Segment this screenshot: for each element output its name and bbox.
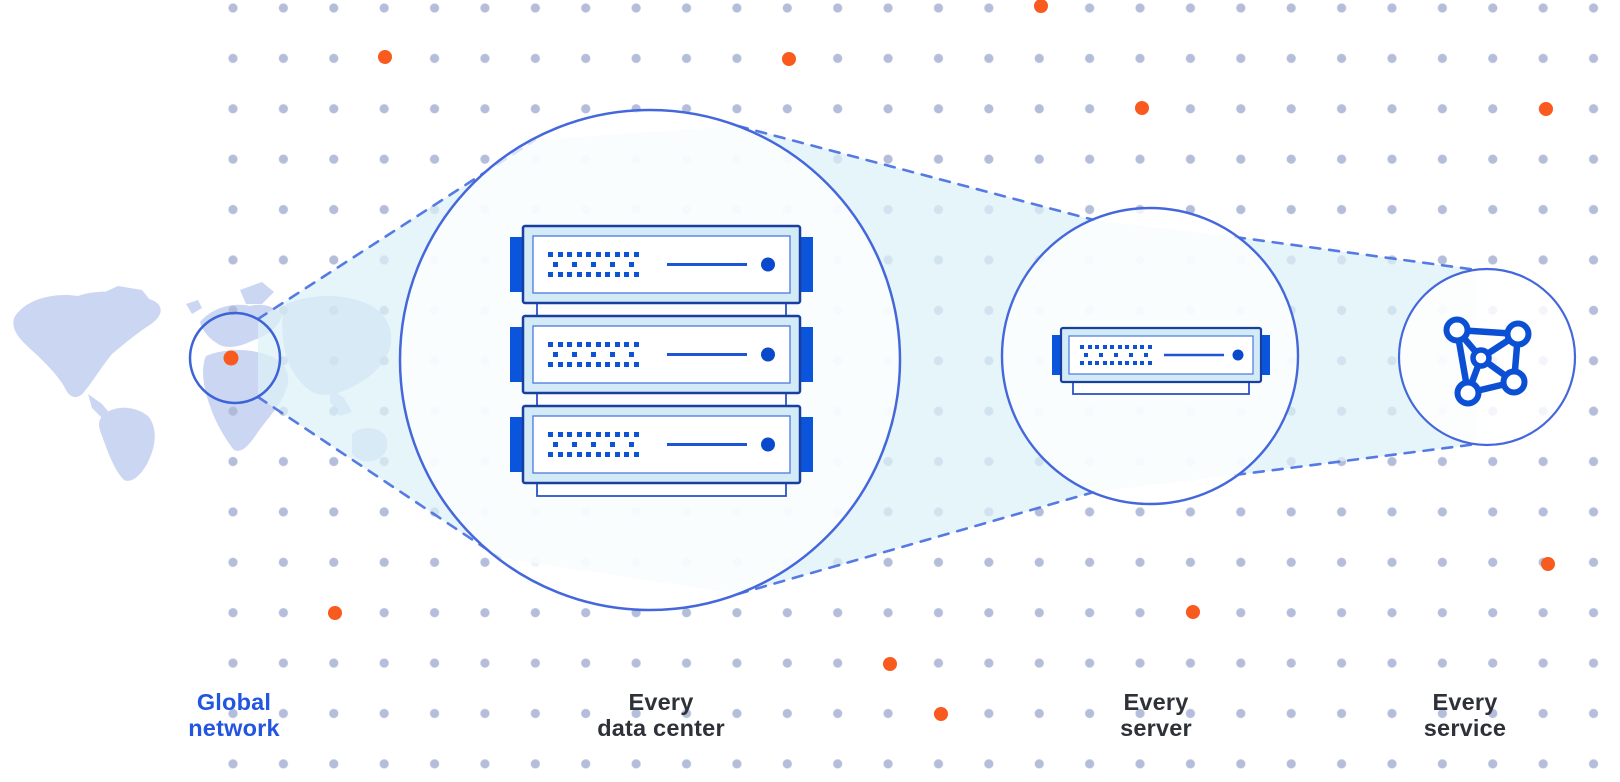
network-location-marker: [223, 350, 239, 366]
label-line: Global: [196, 689, 272, 715]
label-line: network: [188, 715, 280, 741]
map-region-circle: [188, 311, 282, 405]
network-mesh-icon: [1443, 316, 1532, 407]
label-line: service: [1423, 715, 1507, 741]
label-line: Every: [1123, 689, 1189, 715]
label-line: Every: [628, 689, 694, 715]
label-line: server: [1120, 715, 1192, 741]
label-global-network: Global network: [188, 689, 280, 741]
label-every-server: Every server: [1120, 689, 1192, 741]
label-line: data center: [597, 715, 725, 741]
label-every-service: Every service: [1424, 689, 1506, 741]
server-unit-icon: [1052, 326, 1270, 395]
label-every-data-center: Every data center: [597, 689, 725, 741]
label-line: Every: [1432, 689, 1498, 715]
